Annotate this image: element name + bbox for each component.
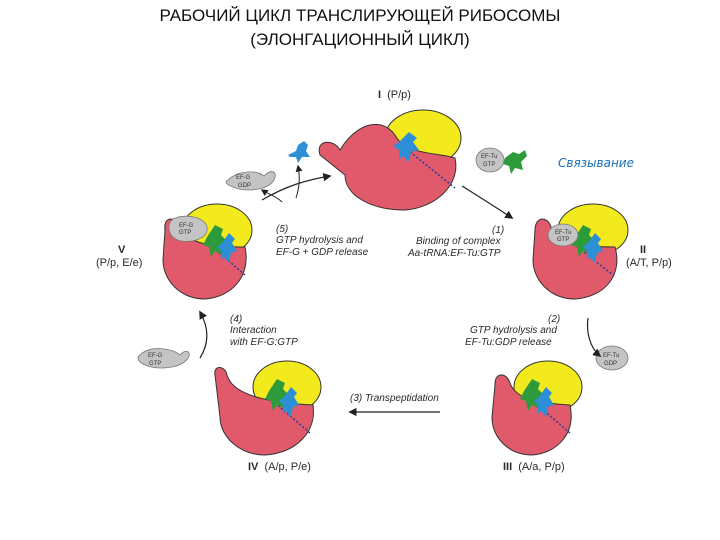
large-subunit: [491, 374, 572, 456]
released-trna: [288, 141, 310, 163]
step-1-number: (1): [492, 225, 504, 236]
large-subunit: [318, 123, 457, 211]
state-1-number: I: [378, 89, 381, 101]
arrow-release-efg: [260, 189, 283, 203]
efg-gtp-label-2: GTP: [149, 361, 161, 367]
mrna-strand: [409, 151, 456, 189]
step-5-line-1: GTP hydrolysis and: [276, 235, 363, 246]
state-3-sites: (A/a, P/p): [518, 461, 564, 473]
step-4-line-2: with EF-G:GTP: [230, 337, 298, 348]
bound-efg-label: EF-G: [179, 223, 194, 229]
step-3-text: (3) Transpeptidation: [350, 393, 439, 404]
eftu-gdp-label-1: EF-Tu: [603, 353, 619, 359]
svg-text:III (A/a, P/p): III (A/a, P/p): [503, 461, 565, 473]
state-5-number: V: [118, 244, 126, 256]
step-4-number: (4): [230, 314, 242, 325]
ribosome-state-2: EF-Tu GTP: [532, 203, 629, 300]
ef-g-gdp-released: EF-G GDP: [225, 171, 276, 191]
state-label-4: IV (A/p, P/e): [248, 461, 311, 473]
state-1-sites: (P/p): [387, 89, 411, 101]
deacylated-trna: [279, 387, 299, 417]
ribosome-state-3: [491, 360, 583, 456]
step-1-line-2: Aa-tRNA:EF-Tu:GTP: [407, 248, 501, 259]
step-2-line-2: EF-Tu:GDP release: [465, 337, 552, 348]
step-label-1: (1) Binding of complex Aa-tRNA:EF-Tu:GTP: [407, 225, 504, 259]
step-label-2: (2) GTP hydrolysis and EF-Tu:GDP release: [465, 314, 560, 348]
bound-ef-g-gtp: [168, 215, 208, 242]
step-1-line-1: Binding of complex: [416, 236, 501, 247]
state-2-number: II: [640, 244, 646, 256]
peptidyl-trna: [393, 132, 419, 162]
ribosome-state-4: [214, 360, 322, 456]
efg-gdp-label-1: EF-G: [236, 175, 251, 181]
step-2-line-1: GTP hydrolysis and: [470, 325, 557, 336]
title-line-2: (ЭЛОНГАЦИОННЫЙ ЦИКЛ): [250, 30, 470, 49]
step-2-number: (2): [548, 314, 560, 325]
step-label-5: (5) GTP hydrolysis and EF-G + GDP releas…: [276, 224, 369, 258]
efg-gdp-label-2: GDP: [238, 183, 251, 189]
bound-eftu-label: EF-Tu: [555, 230, 571, 236]
step-label-4: (4) Interaction with EF-G:GTP: [230, 314, 298, 348]
state-3-number: III: [503, 461, 512, 473]
svg-text:IV (A/p, P/e): IV (A/p, P/e): [248, 461, 311, 473]
state-2-sites: (A/T, P/p): [626, 257, 672, 269]
eftu-gdp-label-2: GDP: [604, 361, 617, 367]
exit-trna: [217, 233, 237, 263]
title-line-1: РАБОЧИЙ ЦИКЛ ТРАНСЛИРУЮЩЕЙ РИБОСОМЫ: [159, 6, 561, 25]
arrow-step-2: [586, 317, 602, 358]
large-subunit: [214, 367, 314, 456]
peptidyl-trna: [583, 233, 603, 263]
ef-tu-gdp-released: EF-Tu GDP: [595, 345, 629, 371]
state-4-sites: (A/p, P/e): [264, 461, 310, 473]
bound-efg-label-2: GTP: [179, 230, 191, 236]
step-5-number: (5): [276, 224, 288, 235]
step-5-line-2: EF-G + GDP release: [276, 247, 369, 258]
step-4-line-1: Interaction: [230, 325, 277, 336]
eftu-gtp-label-2: GTP: [483, 162, 495, 168]
eftu-gtp-label-1: EF-Tu: [481, 154, 497, 160]
state-4-number: IV: [248, 461, 259, 473]
ribosome-state-5: EF-G GTP: [162, 203, 253, 300]
state-label-1: I (P/p): [378, 89, 411, 101]
ef-g-gtp-incoming: EF-G GTP: [137, 348, 190, 369]
ef-tu-gtp-complex-incoming: EF-Tu GTP: [475, 147, 527, 174]
diagram-title: РАБОЧИЙ ЦИКЛ ТРАНСЛИРУЮЩЕЙ РИБОСОМЫ (ЭЛО…: [0, 4, 720, 52]
peptidyl-trna: [534, 387, 554, 417]
efg-gtp-label-1: EF-G: [148, 353, 163, 359]
step-label-3: (3) Transpeptidation: [350, 393, 439, 404]
state-label-2: II (A/T, P/p): [626, 244, 672, 269]
bound-ef-tu-gtp: [547, 223, 579, 247]
state-label-5: V (P/p, E/e): [96, 244, 142, 269]
aminoacyl-trna-free: [503, 150, 527, 174]
state-5-sites: (P/p, E/e): [96, 257, 142, 269]
arrow-step-5: [261, 172, 332, 201]
ribosome-state-1: [318, 109, 462, 211]
arrow-release-trna: [295, 164, 303, 199]
arrow-step-4: [199, 310, 208, 359]
svg-text:I (P/p): I (P/p): [378, 89, 411, 101]
bound-eftu-label-2: GTP: [557, 237, 569, 243]
state-label-3: III (A/a, P/p): [503, 461, 565, 473]
binding-annotation: Связывание: [558, 156, 634, 170]
arrow-step-1: [461, 185, 514, 219]
